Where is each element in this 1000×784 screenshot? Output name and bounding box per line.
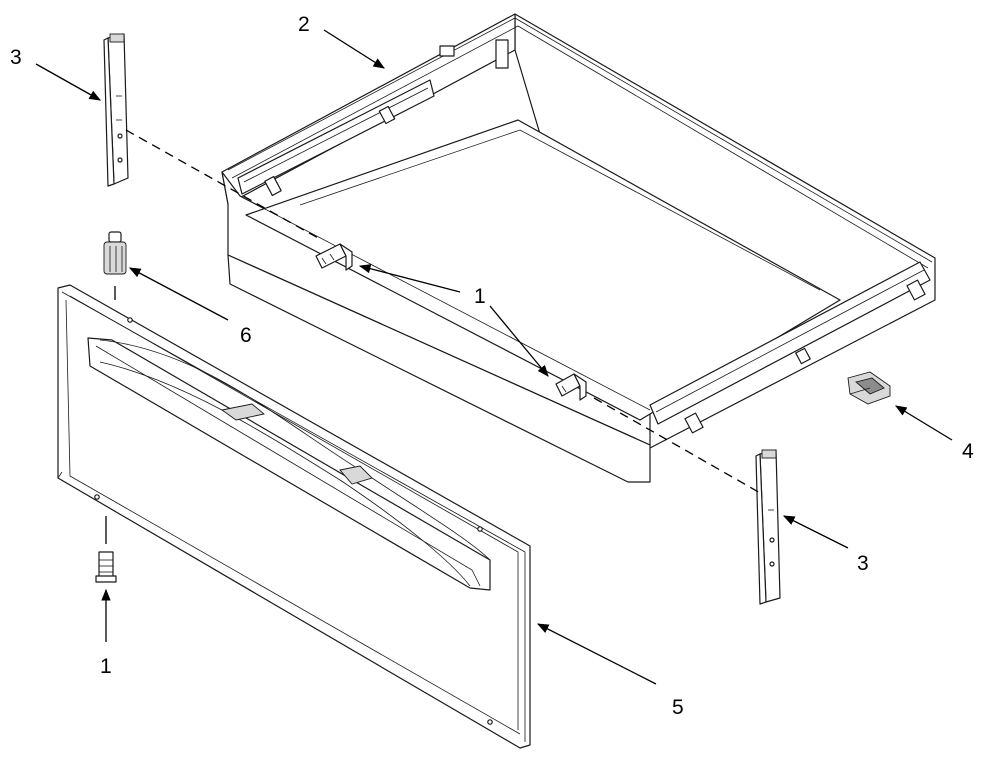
drawer-box	[221, 13, 936, 483]
screw-bottom	[95, 551, 117, 583]
callout-1-bottom: 1	[100, 655, 112, 678]
leader-arrow-3-left	[35, 63, 102, 101]
callout-4: 4	[962, 440, 974, 463]
screw-upper-left	[315, 243, 353, 271]
bracket-left	[103, 33, 129, 187]
leader-arrow-1-upper	[358, 264, 461, 293]
bracket-right	[755, 449, 781, 605]
callout-2: 2	[298, 13, 310, 36]
leader-arrow-6	[128, 267, 229, 321]
clip	[847, 371, 891, 405]
callout-1-upper: 1	[474, 285, 486, 308]
callout-3-right: 3	[857, 552, 869, 575]
leader-arrow-3-right	[782, 515, 849, 549]
standoff	[103, 231, 127, 275]
alignment-line-upper	[125, 129, 319, 239]
leader-arrow-4	[894, 405, 953, 441]
callout-3-left: 3	[10, 46, 22, 69]
callout-6: 6	[240, 324, 252, 347]
alignment-line-lower	[593, 397, 763, 495]
leader-arrow-5	[536, 623, 657, 685]
leader-arrow-1-lower	[489, 305, 549, 377]
screw-lower-right	[555, 373, 587, 401]
leader-arrow-2	[323, 29, 385, 69]
drawer-front-panel	[57, 284, 531, 749]
callout-5: 5	[672, 696, 684, 719]
